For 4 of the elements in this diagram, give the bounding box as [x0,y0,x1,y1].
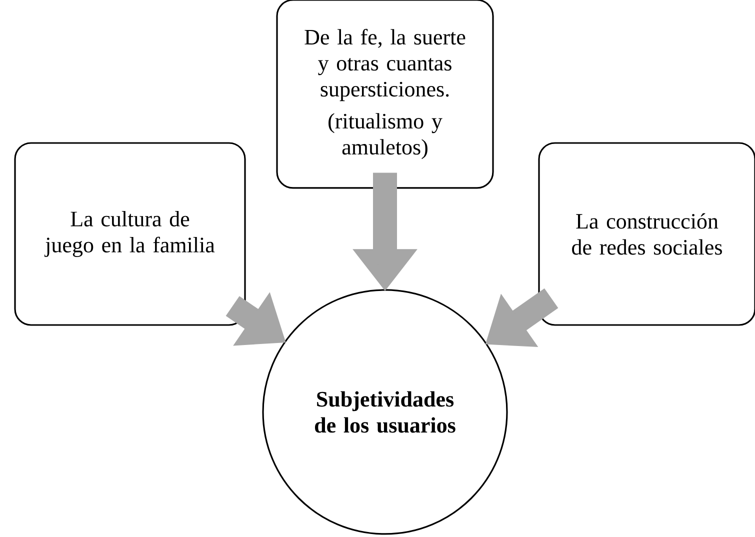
rounded-box: De la fe, la suerte y otras cuantas supersticiones. (ritualismo y amuletos) [276,0,494,189]
circle-node: Subjetividades de los usuarios [262,289,508,535]
rounded-box: La cultura de juego en la familia [14,142,246,326]
rounded-box: La construcción de redes sociales [538,142,755,326]
